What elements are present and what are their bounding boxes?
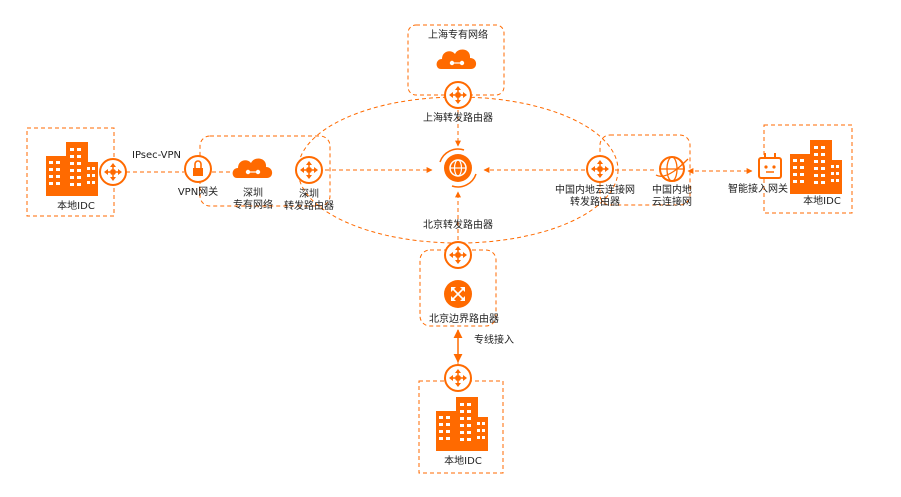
shenzhen-vpc-cloud-icon	[232, 157, 273, 179]
ipsec-vpn-label: IPsec-VPN	[132, 150, 182, 161]
bottom-idc-router-icon	[444, 364, 472, 392]
cn-tr-router-icon	[586, 155, 614, 183]
cn-tr-label-line2: 转发路由器	[570, 197, 620, 208]
smart-access-gateway-icon	[758, 153, 782, 179]
vpn-gateway-icon	[184, 155, 212, 183]
shenzhen-tr-router-icon	[295, 156, 323, 184]
bottom-idc-building-icon	[436, 397, 488, 451]
right-idc-label: 本地IDC	[803, 196, 841, 207]
smart-gateway-label: 智能接入网关	[728, 184, 788, 195]
left-idc-box	[26, 127, 115, 217]
beijing-border-label: 北京边界路由器	[429, 314, 499, 325]
shanghai-vpc-label: 上海专有网络	[428, 30, 488, 41]
shanghai-tr-label: 上海转发路由器	[423, 113, 493, 124]
express-connect-label: 专线接入	[474, 335, 514, 346]
globe-icon	[655, 156, 689, 182]
shanghai-tr-router-icon	[444, 81, 472, 109]
left-idc-router-icon	[99, 158, 127, 186]
shenzhen-tr-label-line1: 深圳	[299, 189, 319, 200]
shanghai-vpc-cloud-icon	[436, 48, 477, 70]
border-router-icon	[444, 280, 472, 308]
left-idc-building-icon	[46, 142, 98, 196]
cn-tr-label-line1: 中国内地云连接网	[555, 185, 635, 196]
shenzhen-group-box	[199, 135, 331, 207]
beijing-tr-router-icon	[444, 241, 472, 269]
shenzhen-vpc-label-line1: 深圳	[243, 188, 263, 199]
cn-ccn-label-line2: 云连接网	[652, 197, 692, 208]
cn-ccn-label-line1: 中国内地	[652, 185, 692, 196]
shenzhen-vpc-label-line2: 专有网络	[233, 200, 273, 211]
left-idc-label: 本地IDC	[57, 201, 95, 212]
cloud-enterprise-network-icon	[439, 148, 477, 188]
bottom-idc-label: 本地IDC	[444, 456, 482, 467]
shenzhen-tr-label-line2: 转发路由器	[284, 201, 334, 212]
vpn-gateway-label: VPN网关	[177, 187, 219, 198]
right-idc-building-icon	[790, 140, 842, 194]
beijing-tr-label: 北京转发路由器	[423, 220, 493, 231]
